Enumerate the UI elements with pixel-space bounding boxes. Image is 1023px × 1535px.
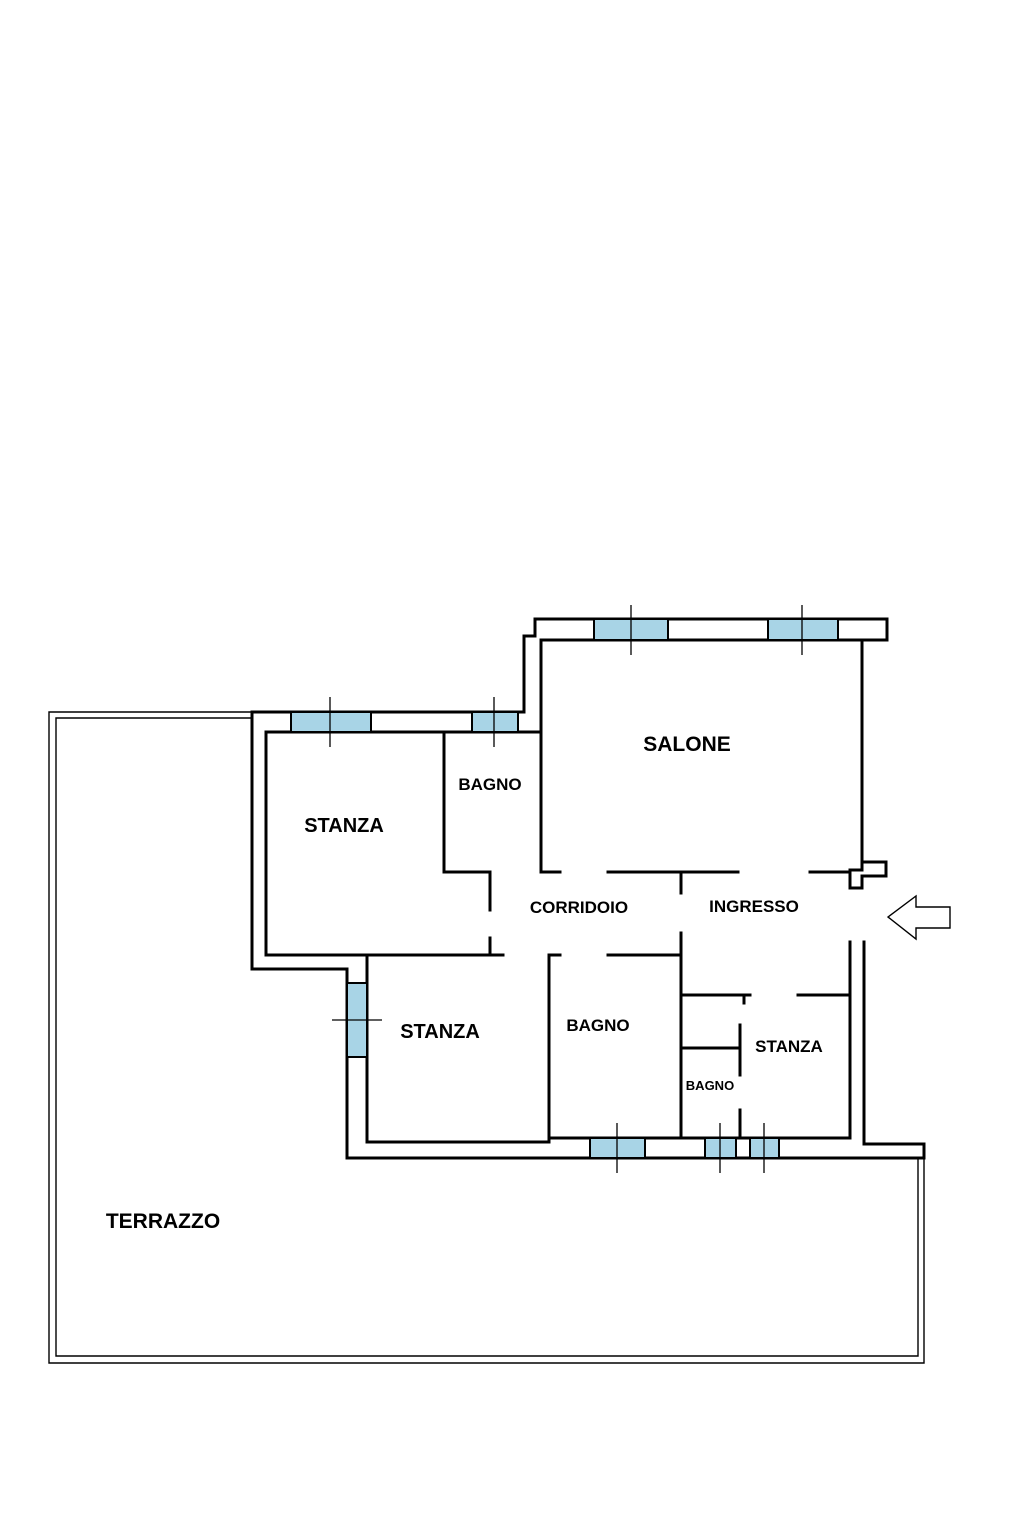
window (471, 697, 519, 747)
room-label-bagno-top: BAGNO (458, 775, 521, 794)
window (749, 1123, 780, 1173)
windows (290, 605, 839, 1173)
window (332, 982, 382, 1058)
window (290, 697, 372, 747)
room-label-bagno-small: BAGNO (686, 1078, 734, 1093)
room-label-terrazzo: TERRAZZO (106, 1210, 220, 1233)
room-label-stanza-middle: STANZA (400, 1021, 480, 1043)
window (704, 1123, 737, 1173)
terrace-outline (48, 711, 925, 1364)
room-label-bagno-middle: BAGNO (566, 1016, 629, 1035)
window (593, 605, 669, 655)
room-label-corridoio: CORRIDOIO (530, 898, 628, 917)
window (767, 605, 839, 655)
room-label-ingresso: INGRESSO (709, 897, 799, 916)
exterior-walls (250, 617, 926, 1160)
interior-walls (264, 730, 852, 1144)
entrance-arrow-icon (886, 894, 951, 941)
room-label-stanza-left: STANZA (304, 815, 384, 837)
window (589, 1123, 646, 1173)
room-label-stanza-right: STANZA (755, 1037, 823, 1056)
room-label-salone: SALONE (643, 733, 731, 756)
